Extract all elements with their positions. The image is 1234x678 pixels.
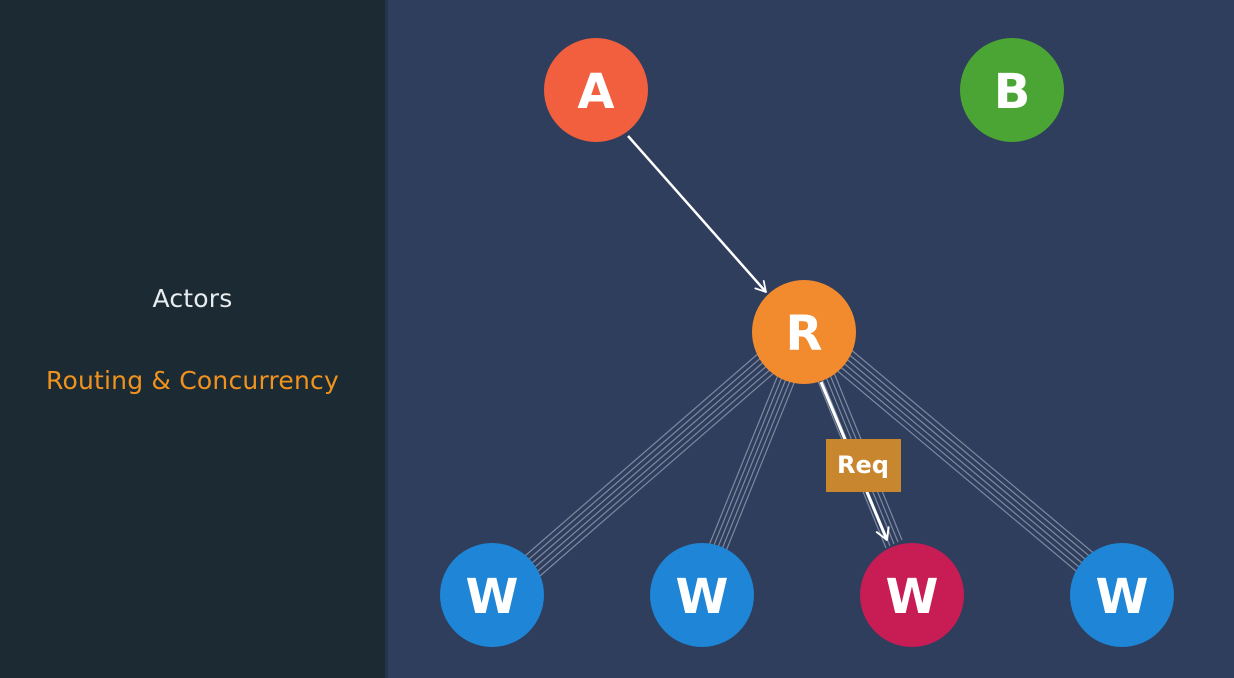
svg-text:B: B — [994, 64, 1031, 120]
svg-text:A: A — [577, 64, 614, 120]
router-node-r[interactable]: R — [752, 280, 856, 384]
req-message-tag: Req — [826, 439, 901, 492]
actor-node-b[interactable]: B — [960, 38, 1064, 142]
connection-r-w4 — [833, 347, 1098, 577]
svg-text:W: W — [886, 569, 939, 625]
worker-node-2[interactable]: W — [650, 543, 754, 647]
svg-text:W: W — [676, 569, 729, 625]
actor-node-a[interactable]: A — [544, 38, 648, 142]
svg-text:R: R — [786, 306, 823, 362]
connection-r-w1 — [517, 351, 776, 583]
worker-node-4[interactable]: W — [1070, 543, 1174, 647]
svg-text:Req: Req — [837, 451, 889, 479]
nav-item-routing-concurrency[interactable]: Routing & Concurrency — [46, 366, 339, 395]
connection-r-w2 — [707, 369, 797, 557]
svg-text:W: W — [466, 569, 519, 625]
worker-node-3-active[interactable]: W — [860, 543, 964, 647]
message-arrow-a-r — [627, 135, 767, 293]
nav-item-actors[interactable]: Actors — [152, 284, 233, 313]
stage-divider — [385, 0, 388, 678]
svg-text:W: W — [1096, 569, 1149, 625]
sidebar: Actors Routing & Concurrency — [0, 0, 385, 678]
worker-node-1[interactable]: W — [440, 543, 544, 647]
